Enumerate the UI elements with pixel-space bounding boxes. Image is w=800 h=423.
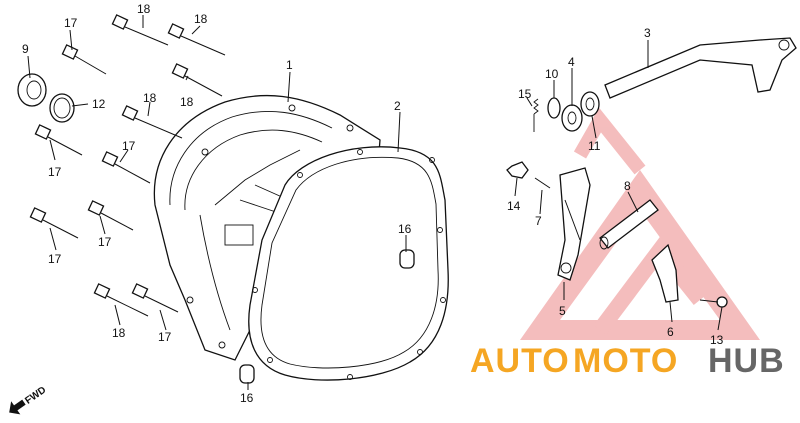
bolt-bottom-b <box>131 283 179 313</box>
callout-1-cover: 1 <box>286 58 293 72</box>
callout-9-oil-seal: 9 <box>22 42 29 56</box>
bolt-left-b <box>101 151 151 184</box>
bolt-mid-a <box>171 63 223 97</box>
bolt-top-a <box>111 14 169 46</box>
callout-18-top-a: 18 <box>137 2 151 16</box>
callout-17-left-d: 17 <box>48 252 62 266</box>
callout-14-nut: 14 <box>507 199 521 213</box>
leader-lines <box>27 15 723 390</box>
gasket-part-2 <box>248 146 449 381</box>
callout-18-bottom: 18 <box>112 326 126 340</box>
fwd-direction-marker: FWD <box>9 385 48 415</box>
plate-part-6 <box>651 243 679 303</box>
callout-15-spring: 15 <box>518 87 532 101</box>
watermark-word-moto: MOTO <box>573 342 678 380</box>
callout-17-bottom: 17 <box>158 330 172 344</box>
bolt-top-b <box>167 23 226 56</box>
bolt-left-c <box>87 200 134 231</box>
callout-4-collar: 4 <box>568 55 575 69</box>
callout-5-arm: 5 <box>559 304 566 318</box>
oil-seal-part-11 <box>580 91 600 117</box>
shift-arm-part-5 <box>557 167 591 281</box>
arrow-left-icon <box>9 399 26 415</box>
bolts <box>29 14 226 317</box>
shift-shaft-part-3 <box>604 37 797 99</box>
dowel-pin-upper <box>399 249 415 269</box>
callout-17-left-a: 17 <box>48 165 62 179</box>
callout-7-bolt: 7 <box>535 214 542 228</box>
fwd-label: FWD <box>23 385 48 407</box>
rod-part-8 <box>599 199 659 250</box>
callout-17-left-b: 17 <box>122 139 136 153</box>
callout-12-o-ring: 12 <box>92 97 106 111</box>
oil-seal-part-9 <box>17 73 47 107</box>
dowel-pin-lower <box>239 364 255 384</box>
callout-18-mid-b: 18 <box>143 91 157 105</box>
washer-part-10 <box>547 97 561 119</box>
bolt-mid-b <box>121 105 183 139</box>
callout-18-top-b: 18 <box>194 12 208 26</box>
callout-17-upper-left: 17 <box>64 16 78 30</box>
watermark-word-hub: HUB <box>708 342 785 380</box>
callout-labels: 17 18 18 9 12 1 18 18 17 17 2 17 17 16 1… <box>22 2 724 405</box>
bolt-left-a <box>34 124 83 156</box>
callout-13-bolt: 13 <box>710 333 724 347</box>
callout-16-dowel-upper: 16 <box>398 222 412 236</box>
bolt-upper-left <box>61 44 107 75</box>
callout-8-rod: 8 <box>624 179 631 193</box>
bolt-left-d <box>29 207 79 239</box>
callout-6-plate: 6 <box>667 325 674 339</box>
bolt-part-13 <box>699 296 728 308</box>
watermark-word-auto: AUTO <box>470 342 570 380</box>
bolt-bottom-a <box>93 283 149 317</box>
callout-10-washer: 10 <box>545 67 559 81</box>
callout-3-shift-shaft: 3 <box>644 26 651 40</box>
callout-2-gasket: 2 <box>394 99 401 113</box>
watermark-text: AUTO MOTO HUB <box>470 342 785 380</box>
spring-part-15 <box>533 98 539 132</box>
callout-18-mid-a: 18 <box>180 95 194 109</box>
collar-part-4 <box>561 104 583 132</box>
o-ring-part-12 <box>49 93 75 123</box>
watermark-logo <box>520 107 760 340</box>
callout-11-oil-seal: 11 <box>588 139 601 153</box>
callout-16-dowel-lower: 16 <box>240 391 254 405</box>
bolt-part-7 <box>534 177 551 189</box>
callout-17-left-c: 17 <box>98 235 112 249</box>
nut-part-14 <box>506 161 529 179</box>
